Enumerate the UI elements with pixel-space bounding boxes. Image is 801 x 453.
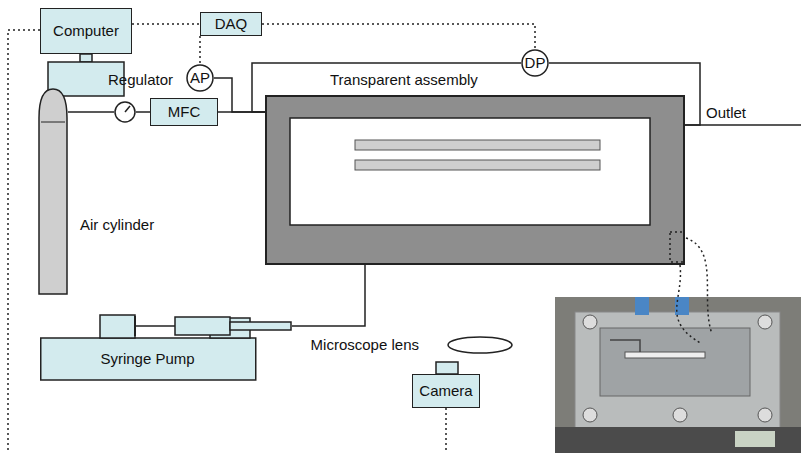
- monitor-stand: [80, 54, 92, 62]
- node-label: DP: [525, 54, 546, 71]
- signal-wire: [8, 30, 40, 453]
- node-label: Camera: [419, 382, 472, 399]
- photo-fitting: [635, 297, 649, 315]
- sensor-circle: [522, 50, 548, 76]
- pump-text-area: Syringe Pump: [40, 338, 255, 380]
- photo-readout: [735, 431, 775, 447]
- pressure-sensor: DP: [521, 49, 549, 77]
- plunger-rod: [135, 325, 175, 327]
- node-label: Regulator: [108, 71, 173, 88]
- camera-lens: [436, 362, 458, 374]
- photo-caliper: [555, 427, 801, 453]
- daq-box: DAQ: [200, 12, 262, 36]
- photo-bolt: [758, 408, 772, 422]
- regulator-gauge-outline: [114, 101, 136, 123]
- syringe-pump-outline: [40, 312, 292, 382]
- photo-channel: [625, 352, 705, 358]
- syringe-pump: Syringe Pump: [40, 312, 292, 382]
- assembly-window: [290, 118, 650, 225]
- node-label: Transparent assembly: [330, 71, 478, 88]
- photo-channel: [610, 340, 640, 352]
- lens-ellipse: [448, 337, 512, 353]
- syringe-barrel: [175, 317, 230, 335]
- flow-line: [214, 78, 265, 112]
- gas-cylinder-outline: [38, 88, 68, 295]
- signal-wire: [132, 23, 200, 25]
- flow-line: [68, 111, 114, 113]
- node-label: Computer: [53, 22, 119, 39]
- pump-block: [100, 315, 135, 338]
- test-assembly: Transparent assembly: [265, 95, 685, 265]
- microscope-lens-outline: [447, 336, 513, 354]
- gas-cylinder: Air cylinder: [38, 88, 68, 295]
- node-label: DAQ: [215, 15, 248, 32]
- photo-bolt: [758, 315, 772, 329]
- port-label: Outlet: [706, 104, 746, 121]
- outlet-pipe: [685, 124, 801, 126]
- assembly-frame: [266, 96, 684, 264]
- pressure-sensor: AP: [186, 64, 214, 92]
- sensor-circle: [187, 65, 213, 91]
- node-label: Air cylinder: [80, 216, 154, 233]
- photo-bolt: [673, 408, 687, 422]
- gauge-needle: [125, 106, 130, 112]
- microscope-lens: Microscope lens: [447, 336, 513, 354]
- photo-plate: [575, 312, 780, 430]
- node-label: AP: [190, 69, 210, 86]
- connector-group: [68, 24, 700, 326]
- flow-line: [136, 111, 150, 113]
- computer-box: Computer: [40, 8, 132, 54]
- syringe-needle: [230, 322, 291, 330]
- photo-bolt: [583, 408, 597, 422]
- node-label: Microscope lens: [311, 336, 419, 353]
- cylinder-body: [39, 89, 67, 294]
- pump-base: [41, 338, 256, 380]
- channel-bar: [355, 140, 600, 150]
- regulator-gauge: Regulator: [114, 101, 136, 123]
- cylinder-band: [41, 122, 65, 123]
- photo-cavity: [600, 328, 750, 396]
- gauge-dial: [115, 102, 135, 122]
- zoom-leader: [677, 265, 702, 344]
- flow-line: [292, 265, 365, 326]
- photo-bolt: [583, 315, 597, 329]
- node-label: Syringe Pump: [100, 350, 194, 367]
- zoom-frame: [670, 232, 684, 262]
- signal-wire: [445, 408, 447, 453]
- camera-box: Camera: [412, 374, 480, 408]
- channel-bar: [355, 160, 600, 170]
- node-label: MFC: [168, 103, 201, 120]
- signal-wire: [199, 36, 201, 64]
- signal-wire: [262, 24, 535, 49]
- test-assembly-outline: [265, 95, 685, 265]
- controller-box: MFC: [150, 98, 218, 126]
- zoom-leader: [686, 238, 712, 334]
